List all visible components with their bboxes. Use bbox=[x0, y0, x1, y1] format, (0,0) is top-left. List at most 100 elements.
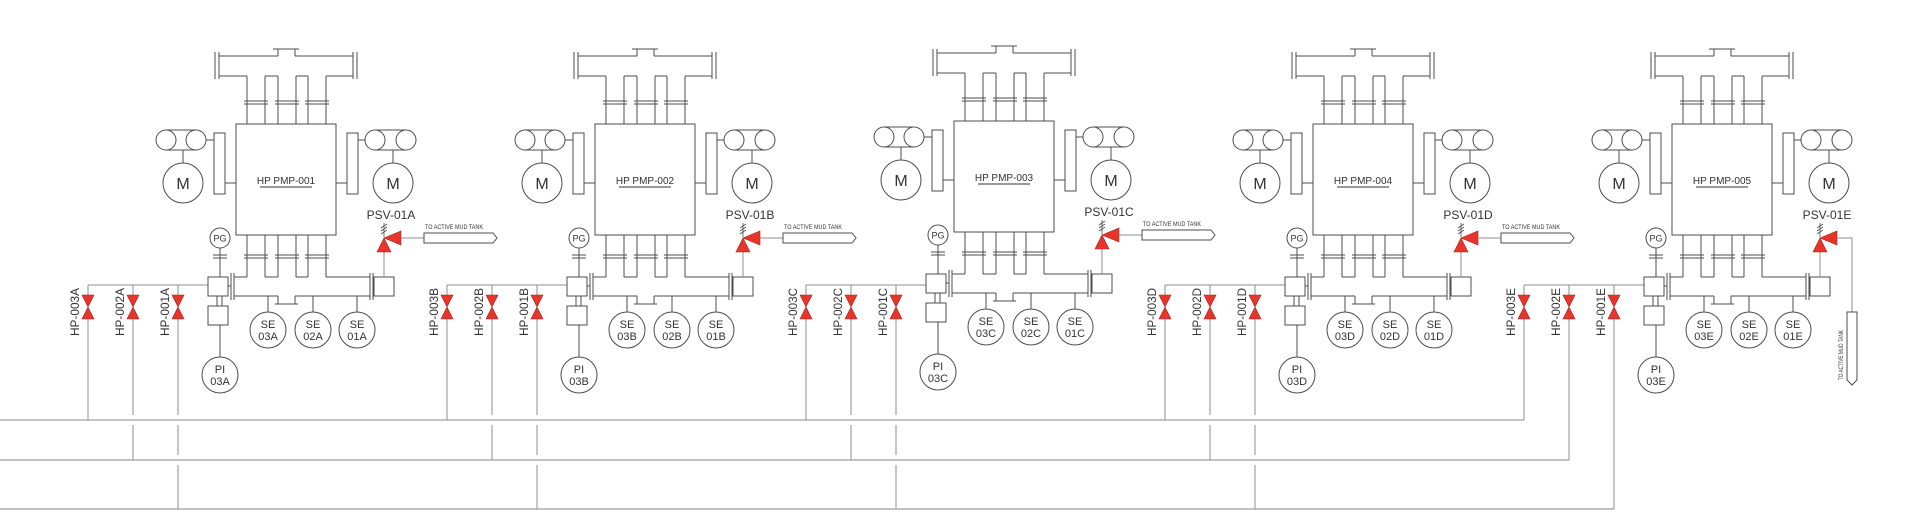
instrument-type: PI bbox=[1292, 364, 1302, 376]
off-page-arrow-icon bbox=[1141, 229, 1216, 241]
psv-tag: PSV-01A bbox=[367, 208, 416, 222]
valve-tag: HP-002C bbox=[831, 288, 845, 336]
drive-belt-right bbox=[1054, 126, 1124, 181]
off-page-destination: TO ACTIVE MUD TANK bbox=[1502, 225, 1560, 231]
pulley-icon bbox=[1113, 126, 1135, 148]
suction-manifold-bottom bbox=[593, 295, 729, 305]
gearbox-left bbox=[931, 129, 944, 192]
instrument-block bbox=[1284, 305, 1306, 326]
instrument-tag: 02D bbox=[1380, 331, 1400, 343]
gate-valve-icon bbox=[81, 294, 95, 320]
discharge-pipe-flanges bbox=[244, 100, 329, 105]
psv-tag: PSV-01B bbox=[726, 208, 775, 222]
suction-manifold-bottom bbox=[1311, 295, 1447, 305]
instrument-type: SE bbox=[709, 319, 724, 331]
drive-belt-left bbox=[1602, 129, 1672, 184]
motor-icon bbox=[1239, 162, 1281, 204]
motor-icon bbox=[372, 162, 414, 204]
instrument-type: SE bbox=[665, 319, 680, 331]
suction-manifold-bottom bbox=[952, 292, 1088, 302]
instrument-tag: 02E bbox=[1739, 331, 1759, 343]
valve-tag: HP-002A bbox=[113, 288, 127, 336]
instrument-block bbox=[207, 305, 229, 326]
discharge-manifold bbox=[1655, 55, 1789, 77]
off-page-arrow-icon bbox=[782, 232, 857, 244]
instrument-type: SE bbox=[979, 316, 994, 328]
pulley-icon bbox=[1472, 129, 1494, 151]
suction-block bbox=[925, 273, 947, 294]
instrument-tag: 01E bbox=[1783, 331, 1803, 343]
instrument-tag: 03E bbox=[1694, 331, 1714, 343]
gearbox-right bbox=[1782, 132, 1795, 195]
pump-body bbox=[1312, 123, 1414, 236]
manifold-flange-right bbox=[728, 273, 733, 300]
valve-tag: HP-003D bbox=[1145, 288, 1159, 336]
gearbox-left bbox=[213, 132, 226, 195]
drive-belt-left bbox=[166, 129, 236, 184]
instrument-tag: 03D bbox=[1287, 376, 1307, 388]
speed-element-bubble bbox=[1415, 311, 1453, 349]
gate-valve-icon bbox=[1607, 294, 1621, 320]
pressure-indicator-bubble bbox=[1637, 356, 1675, 394]
manifold-flange-left bbox=[948, 270, 953, 297]
gearbox-right bbox=[1064, 129, 1077, 192]
relief-block bbox=[1450, 276, 1472, 297]
discharge-manifold bbox=[219, 55, 353, 77]
instrument-type: SE bbox=[1786, 319, 1801, 331]
speed-element-bubble bbox=[249, 311, 287, 349]
instrument-type: PI bbox=[574, 364, 584, 376]
gate-valve-icon bbox=[1248, 294, 1262, 320]
gauge-flange bbox=[931, 251, 945, 256]
gearbox-right bbox=[346, 132, 359, 195]
manifold-flange-left bbox=[230, 273, 235, 300]
manifold-flange-left bbox=[1307, 273, 1312, 300]
pulley-icon bbox=[1262, 129, 1284, 151]
pump-tag: HP PMP-004 bbox=[1334, 176, 1393, 187]
pump-tag: HP PMP-003 bbox=[975, 173, 1034, 184]
speed-element-bubble bbox=[653, 311, 691, 349]
discharge-pipe-flanges bbox=[1321, 100, 1406, 105]
pulley-icon bbox=[185, 129, 207, 151]
instrument-tag: 03B bbox=[617, 331, 637, 343]
instrument-tag: 01D bbox=[1424, 331, 1444, 343]
manifold-end-flange-right bbox=[711, 52, 717, 79]
motor-icon bbox=[1449, 162, 1491, 204]
manifold-tee bbox=[632, 48, 658, 56]
manifold-flange-right bbox=[1446, 273, 1451, 300]
block-link bbox=[1293, 296, 1300, 306]
suction-pipe-flanges bbox=[603, 254, 688, 259]
instrument-block bbox=[1643, 305, 1665, 326]
off-page-arrow-icon bbox=[423, 232, 498, 244]
instrument-type: PI bbox=[933, 361, 943, 373]
valve-tag: HP-002D bbox=[1190, 288, 1204, 336]
speed-element-bubble bbox=[1326, 311, 1364, 349]
manifold-end-flange-right bbox=[352, 52, 358, 79]
off-page-destination: TO ACTIVE MUD TANK bbox=[1839, 330, 1845, 380]
valve-tag: HP-001A bbox=[158, 288, 172, 336]
off-page-destination: TO ACTIVE MUD TANK bbox=[784, 225, 842, 231]
motor-label: M bbox=[386, 176, 399, 193]
valve-tag: HP-003A bbox=[68, 288, 82, 336]
discharge-pipes bbox=[246, 76, 327, 124]
gearbox-right bbox=[1423, 132, 1436, 195]
speed-element-bubble bbox=[967, 308, 1005, 346]
speed-element-bubble bbox=[1730, 311, 1768, 349]
motor-icon bbox=[1598, 162, 1640, 204]
suction-pipe-flanges bbox=[1321, 254, 1406, 259]
psv-spring-icon bbox=[1816, 223, 1824, 237]
manifold-flange-right bbox=[369, 273, 374, 300]
pressure-indicator-bubble bbox=[919, 353, 957, 391]
gate-valve-icon bbox=[171, 294, 185, 320]
pulley-icon bbox=[723, 129, 745, 151]
motor-label: M bbox=[535, 176, 548, 193]
pulley-icon bbox=[1082, 126, 1104, 148]
instrument-type: SE bbox=[1068, 316, 1083, 328]
manifold-tee bbox=[991, 45, 1017, 53]
suction-block bbox=[207, 276, 229, 297]
off-page-arrow-icon bbox=[1846, 311, 1858, 386]
suction-pipes bbox=[246, 235, 327, 277]
